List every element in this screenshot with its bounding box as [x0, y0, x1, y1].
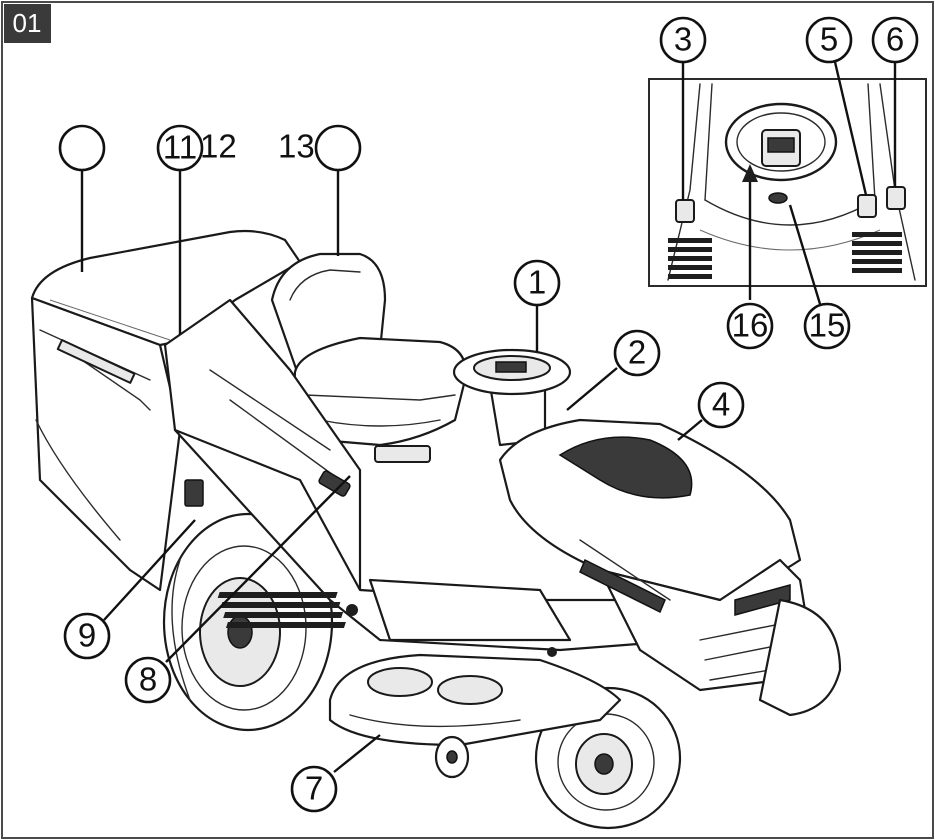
- seat: [270, 252, 467, 463]
- figure-number-badge: 01: [4, 4, 51, 43]
- callout-3: 3: [659, 16, 707, 64]
- callout-number: 11: [163, 129, 197, 166]
- callout-8: 8: [124, 656, 172, 704]
- callout-9: 9: [63, 612, 111, 660]
- callout-circle: [805, 16, 853, 64]
- callout-circle: [156, 124, 204, 172]
- callout-11: 11: [156, 124, 204, 172]
- callout-5: 5: [805, 16, 853, 64]
- callout-circle: [314, 124, 362, 172]
- callout-circle: [803, 302, 851, 350]
- tractor-illustration: [30, 229, 842, 830]
- callout-blank-left: [58, 124, 106, 172]
- callout-number: 9: [78, 617, 96, 654]
- grass-collector: [30, 229, 302, 592]
- leader-lines: [80, 61, 897, 773]
- callout-circle: [513, 259, 561, 307]
- callout-7: 7: [290, 765, 338, 813]
- callout-1: 1: [513, 259, 561, 307]
- callout-circle: [726, 302, 774, 350]
- callout-circle: [871, 16, 919, 64]
- callout-number: 3: [674, 21, 692, 58]
- figure-number: 01: [13, 8, 42, 38]
- callout-6: 6: [871, 16, 919, 64]
- leader-8: [165, 475, 351, 663]
- footboard-grille: [217, 578, 572, 642]
- callout-number: 4: [712, 386, 730, 423]
- leader-15: [788, 204, 822, 305]
- forward-pedal: [886, 186, 906, 210]
- steering-wheel: [452, 348, 572, 447]
- callout-number: 16: [732, 307, 769, 344]
- callout-number: 15: [809, 307, 846, 344]
- callout-number: 2: [628, 334, 646, 371]
- leader-7: [333, 734, 381, 773]
- leader-4: [677, 419, 703, 441]
- callout-number: 1: [528, 264, 546, 301]
- callout-15: 15: [803, 302, 851, 350]
- callout-number: 7: [305, 770, 323, 807]
- inset-left-grille: [668, 238, 712, 279]
- callout-circle: [63, 612, 111, 660]
- callout-circle: [124, 656, 172, 704]
- callout-circle: [290, 765, 338, 813]
- leader-2: [566, 367, 618, 411]
- inset-right-grille: [852, 232, 902, 273]
- callout-4: 4: [697, 381, 745, 429]
- brake-pedal-left: [675, 199, 695, 223]
- callout-circle: [697, 381, 745, 429]
- label-12: 12: [200, 128, 237, 165]
- callout-circle: [613, 329, 661, 377]
- callout-number: 8: [139, 661, 157, 698]
- callout-13-circle: [314, 124, 362, 172]
- callout-circle: [58, 124, 106, 172]
- leader-9: [103, 519, 196, 621]
- callout-circle: [659, 16, 707, 64]
- callout-number: 5: [820, 21, 838, 58]
- callout-16: 16: [726, 302, 774, 350]
- engine-hood: [498, 418, 812, 692]
- figure-number-bg: [4, 4, 51, 43]
- label-13: 13: [278, 128, 315, 165]
- callout-2: 2: [613, 329, 661, 377]
- callout-number: 6: [886, 21, 904, 58]
- front-wheel-right: [758, 598, 842, 717]
- inset-pedal-view: [648, 78, 927, 300]
- mower-deck: [328, 653, 622, 779]
- reverse-pedal: [857, 194, 877, 218]
- leader-5: [833, 61, 868, 196]
